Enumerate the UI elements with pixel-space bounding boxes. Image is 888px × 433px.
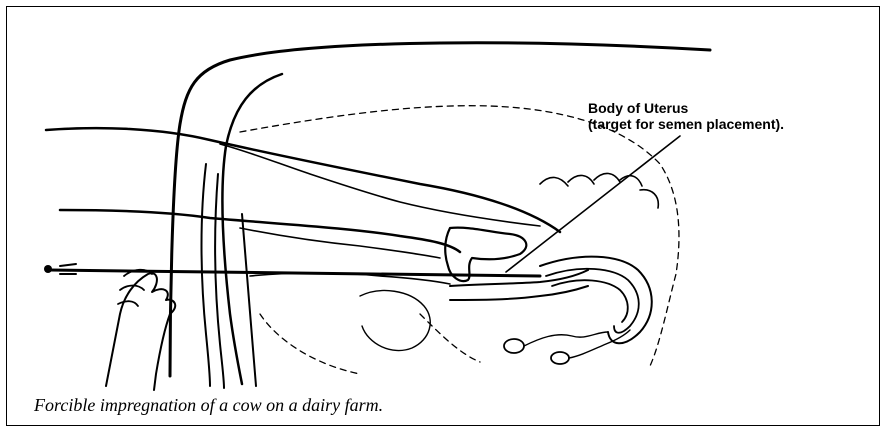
uterine-horn-inner — [552, 280, 628, 322]
operator-hand — [106, 273, 175, 390]
insemination-rod — [50, 270, 540, 276]
arm-upper-edge — [46, 128, 560, 232]
anatomical-illustration — [20, 14, 878, 396]
figure-caption: Forcible impregnation of a cow on a dair… — [34, 395, 383, 416]
rectum-fold-bottom — [240, 228, 440, 258]
hand-outline — [445, 228, 526, 281]
uterus-label-title: Body of Uterus — [588, 100, 688, 117]
rectum-ridges — [540, 173, 658, 208]
bladder-outline — [360, 291, 430, 351]
cow-leg-line — [242, 214, 256, 386]
insemination-rod-tip — [44, 265, 52, 273]
rectum-fold-top — [220, 144, 540, 226]
cavity-dashed-lower — [260, 314, 480, 374]
cervix-body-lower — [450, 286, 588, 300]
arm-lower-edge — [60, 210, 460, 252]
ovary-right — [551, 352, 569, 364]
ovary-left — [504, 339, 524, 353]
cow-tail-inner — [202, 164, 211, 386]
oviduct-left — [524, 332, 608, 346]
uterus-label-subtitle: (target for semen placement). — [588, 116, 784, 133]
label-pointer-line — [506, 136, 680, 272]
cervix-body — [450, 270, 588, 286]
